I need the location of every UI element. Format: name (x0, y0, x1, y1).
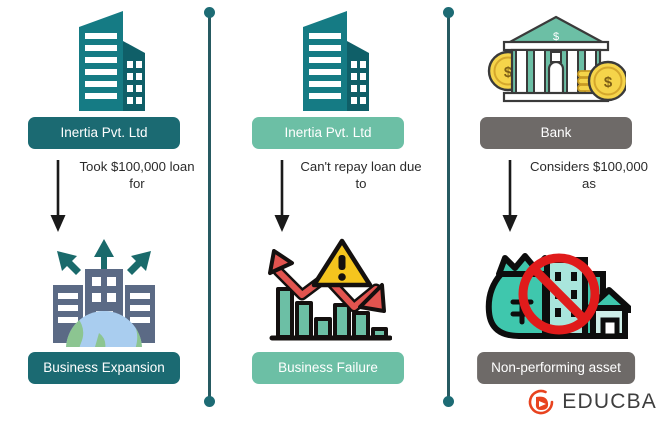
educba-wordmark: EDUCBA (562, 390, 657, 413)
label-bank-top-3: Bank (480, 117, 632, 149)
educba-swirl-logo-icon (528, 389, 554, 415)
non-performing-asset-icon (452, 236, 660, 348)
arrow-block-2: Can't repay loan due to (224, 152, 432, 242)
down-arrow-icon (50, 160, 66, 232)
column-loan-default: Inertia Pvt. Ltd Can't repay loan due to (224, 0, 432, 424)
declining-chart-warning-icon (224, 236, 432, 348)
educba-logo: EDUCBA (527, 388, 657, 416)
label-outcome-bottom-3: Non-performing asset (477, 352, 635, 384)
label-outcome-bottom-2: Business Failure (252, 352, 404, 384)
business-expansion-icon (0, 236, 208, 348)
label-outcome-bottom-1: Business Expansion (28, 352, 180, 384)
arrow-caption-2: Can't repay loan due to (300, 159, 422, 192)
column-divider-1 (204, 7, 215, 407)
down-arrow-icon (502, 160, 518, 232)
label-company-top-2: Inertia Pvt. Ltd (252, 117, 404, 149)
arrow-caption-1: Took $100,000 loan for (79, 159, 195, 192)
bank-with-coins-icon: $ $ (452, 8, 660, 114)
svg-text:$: $ (553, 31, 559, 43)
arrow-block-1: Took $100,000 loan for (0, 152, 208, 242)
office-building-icon (224, 8, 432, 114)
column-divider-2 (443, 7, 454, 407)
arrow-block-3: Considers $100,000 as (452, 152, 660, 242)
svg-text:$: $ (604, 74, 613, 91)
column-bank-npa: $ $ (452, 0, 660, 424)
office-building-icon (0, 8, 208, 114)
column-loan-taken: Inertia Pvt. Ltd Took $100,000 loan for (0, 0, 208, 424)
down-arrow-icon (274, 160, 290, 232)
svg-text:$: $ (504, 64, 513, 81)
label-company-top-1: Inertia Pvt. Ltd (28, 117, 180, 149)
arrow-caption-3: Considers $100,000 as (529, 159, 649, 192)
